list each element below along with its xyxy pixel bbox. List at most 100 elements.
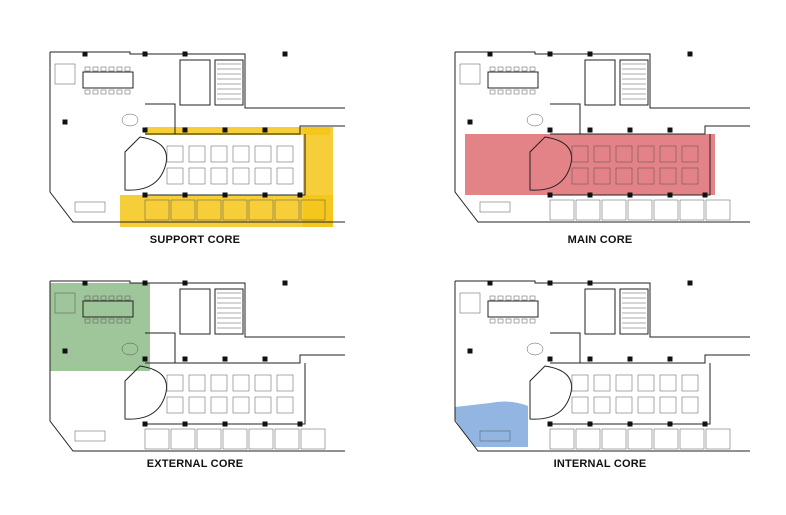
perimeter-room bbox=[575, 428, 601, 450]
structural-column bbox=[627, 192, 633, 198]
chair bbox=[100, 295, 107, 301]
chair bbox=[84, 318, 91, 324]
lift-core bbox=[619, 59, 649, 106]
perimeter-room bbox=[196, 428, 222, 450]
chair bbox=[497, 295, 504, 301]
workstation bbox=[166, 167, 184, 185]
outer-wall bbox=[49, 52, 345, 223]
workstation bbox=[615, 374, 633, 392]
curved-pod bbox=[124, 136, 167, 191]
chair bbox=[124, 295, 131, 301]
panel-caption: INTERNAL CORE bbox=[553, 458, 647, 470]
workstation bbox=[232, 374, 250, 392]
chair bbox=[513, 66, 520, 72]
structural-column bbox=[587, 421, 593, 427]
floorplan-panel-support-core: SUPPORT CORE bbox=[45, 42, 345, 272]
chair bbox=[505, 66, 512, 72]
perimeter-room bbox=[627, 428, 653, 450]
chair bbox=[513, 295, 520, 301]
chair bbox=[505, 318, 512, 324]
workstation bbox=[210, 396, 228, 414]
structural-column bbox=[627, 127, 633, 133]
round-table bbox=[526, 113, 544, 127]
structural-column bbox=[702, 192, 708, 198]
outer-wall bbox=[454, 52, 750, 223]
workstation bbox=[276, 145, 294, 163]
perimeter-room bbox=[549, 199, 575, 221]
structural-column bbox=[667, 356, 673, 362]
structural-column bbox=[547, 192, 553, 198]
perimeter-room bbox=[300, 428, 326, 450]
chair bbox=[100, 66, 107, 72]
structural-column bbox=[182, 280, 188, 286]
stair-core bbox=[584, 59, 616, 106]
workstation bbox=[659, 396, 677, 414]
perimeter-room bbox=[575, 199, 601, 221]
structural-column bbox=[297, 421, 303, 427]
floorplan-panel-internal-core: INTERNAL CORE bbox=[450, 271, 750, 501]
workstation bbox=[188, 145, 206, 163]
structural-column bbox=[182, 356, 188, 362]
structural-column bbox=[687, 280, 693, 286]
chair bbox=[92, 318, 99, 324]
chair bbox=[108, 295, 115, 301]
core-wall bbox=[145, 332, 176, 363]
structural-column bbox=[142, 280, 148, 286]
chair bbox=[521, 318, 528, 324]
chair bbox=[100, 89, 107, 95]
panel-caption: MAIN CORE bbox=[567, 234, 633, 246]
structural-column bbox=[547, 280, 553, 286]
round-table bbox=[121, 113, 139, 127]
chair bbox=[497, 89, 504, 95]
workstation bbox=[232, 167, 250, 185]
perimeter-room bbox=[601, 428, 627, 450]
corridor-wall bbox=[550, 134, 711, 196]
workstation bbox=[593, 167, 611, 185]
workstation bbox=[681, 374, 699, 392]
workstation bbox=[188, 167, 206, 185]
workstation bbox=[254, 145, 272, 163]
workstation bbox=[593, 374, 611, 392]
chair bbox=[521, 295, 528, 301]
structural-column bbox=[262, 127, 268, 133]
structural-column bbox=[667, 192, 673, 198]
structural-column bbox=[262, 356, 268, 362]
internal-core-highlight bbox=[455, 401, 528, 447]
chair bbox=[124, 89, 131, 95]
workstation bbox=[276, 374, 294, 392]
chair bbox=[108, 66, 115, 72]
chair bbox=[100, 318, 107, 324]
external-core-highlight bbox=[50, 283, 150, 371]
core-wall bbox=[550, 103, 581, 134]
curved-pod bbox=[529, 365, 572, 420]
core-wall bbox=[550, 332, 581, 363]
perimeter-room bbox=[170, 199, 196, 221]
perimeter-room bbox=[222, 428, 248, 450]
corridor-wall bbox=[145, 354, 345, 364]
perimeter-room bbox=[679, 428, 705, 450]
curved-pod bbox=[529, 136, 572, 191]
structural-column bbox=[627, 421, 633, 427]
round-table bbox=[526, 342, 544, 356]
workstation bbox=[232, 396, 250, 414]
structural-column bbox=[82, 51, 88, 57]
workstation bbox=[681, 145, 699, 163]
structural-column bbox=[467, 348, 473, 354]
chair bbox=[116, 66, 123, 72]
floorplan-group bbox=[454, 280, 750, 452]
workstation bbox=[188, 374, 206, 392]
structural-column bbox=[487, 280, 493, 286]
chair bbox=[513, 318, 520, 324]
workstation bbox=[571, 145, 589, 163]
chair bbox=[505, 295, 512, 301]
chair bbox=[489, 89, 496, 95]
floorplan-drawing bbox=[49, 51, 345, 227]
chair bbox=[108, 89, 115, 95]
stair-core bbox=[179, 59, 211, 106]
perimeter-room bbox=[679, 199, 705, 221]
structural-column bbox=[222, 127, 228, 133]
bench-table bbox=[74, 201, 106, 213]
workstation bbox=[681, 396, 699, 414]
structural-column bbox=[262, 421, 268, 427]
workstation bbox=[254, 374, 272, 392]
